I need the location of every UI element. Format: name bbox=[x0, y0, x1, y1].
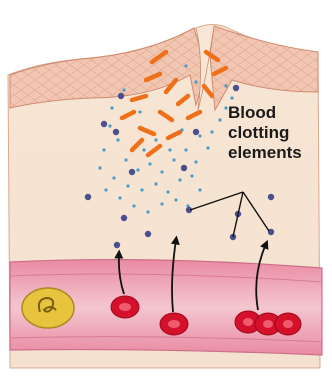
clotting-label-line-3: elements bbox=[228, 143, 302, 163]
clotting-label-line-1: Blood bbox=[228, 103, 276, 123]
white-blood-cell bbox=[22, 288, 74, 328]
clotting-label-line-2: clotting bbox=[228, 123, 289, 143]
